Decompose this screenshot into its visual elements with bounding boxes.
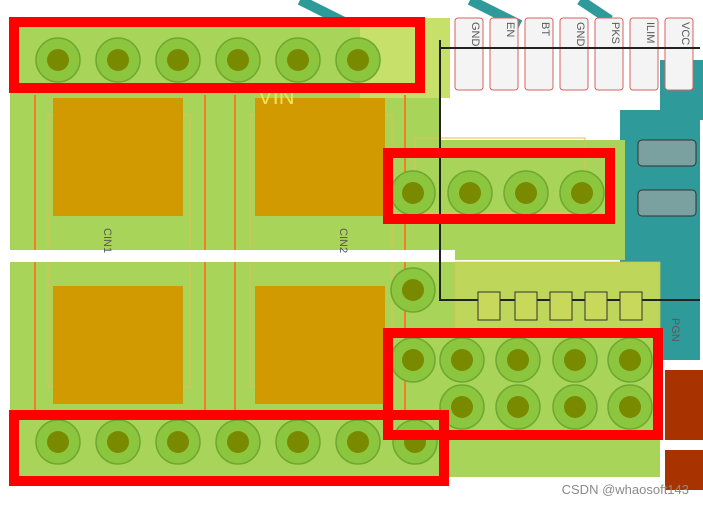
smd-pads: PGN bbox=[477, 139, 703, 490]
via-hole bbox=[459, 182, 481, 204]
via-hole bbox=[287, 49, 309, 71]
via-hole bbox=[402, 349, 424, 371]
header-pin-label-0: GND bbox=[469, 22, 481, 47]
highlight-bottom-vias bbox=[9, 410, 449, 486]
header-pin-label-5: ILIM bbox=[644, 22, 656, 43]
via-hole bbox=[347, 49, 369, 71]
via-hole bbox=[227, 49, 249, 71]
via-hole bbox=[47, 431, 69, 453]
via-hole bbox=[347, 431, 369, 453]
header-pin-label-1: EN bbox=[504, 22, 516, 37]
designator-cin1: CIN1 bbox=[101, 228, 113, 253]
cin1-pad-top bbox=[53, 98, 183, 216]
side-label: PGN bbox=[669, 318, 681, 342]
highlight-boxes bbox=[9, 17, 663, 486]
header-pin-label-4: PKS bbox=[609, 22, 621, 44]
cin2-pad-top bbox=[255, 98, 385, 216]
via-hole bbox=[402, 182, 424, 204]
via-hole bbox=[564, 396, 586, 418]
via-hole bbox=[515, 182, 537, 204]
via-hole bbox=[167, 49, 189, 71]
via-hole bbox=[227, 431, 249, 453]
via-hole bbox=[619, 396, 641, 418]
header-pins: GND EN BT GND PKS ILIM VCC bbox=[454, 17, 694, 91]
header-pin-label-3: GND bbox=[574, 22, 586, 47]
via-hole bbox=[402, 279, 424, 301]
vias bbox=[35, 37, 653, 465]
via-hole bbox=[451, 349, 473, 371]
cin2-pad-bottom bbox=[255, 286, 385, 404]
watermark: CSDN @whaosoft143 bbox=[561, 482, 689, 497]
via-hole bbox=[107, 431, 129, 453]
via-hole bbox=[287, 431, 309, 453]
highlight-right-vias bbox=[383, 328, 663, 440]
via-hole bbox=[564, 349, 586, 371]
via-hole bbox=[451, 396, 473, 418]
designator-cin2: CIN2 bbox=[337, 228, 349, 253]
header-pin-label-2: BT bbox=[539, 22, 551, 36]
via-hole bbox=[571, 182, 593, 204]
header-pin-label-6: VCC bbox=[679, 22, 691, 45]
highlight-mid-vias bbox=[383, 148, 615, 224]
via-hole bbox=[507, 396, 529, 418]
via-hole bbox=[47, 49, 69, 71]
signal-trace bbox=[439, 40, 700, 301]
via-hole bbox=[507, 349, 529, 371]
via-hole bbox=[619, 349, 641, 371]
capacitor-pads bbox=[53, 98, 385, 404]
split-gap bbox=[10, 250, 455, 262]
via-hole bbox=[167, 431, 189, 453]
cin1-pad-bottom bbox=[53, 286, 183, 404]
via-hole bbox=[107, 49, 129, 71]
highlight-top-vias bbox=[9, 17, 425, 93]
